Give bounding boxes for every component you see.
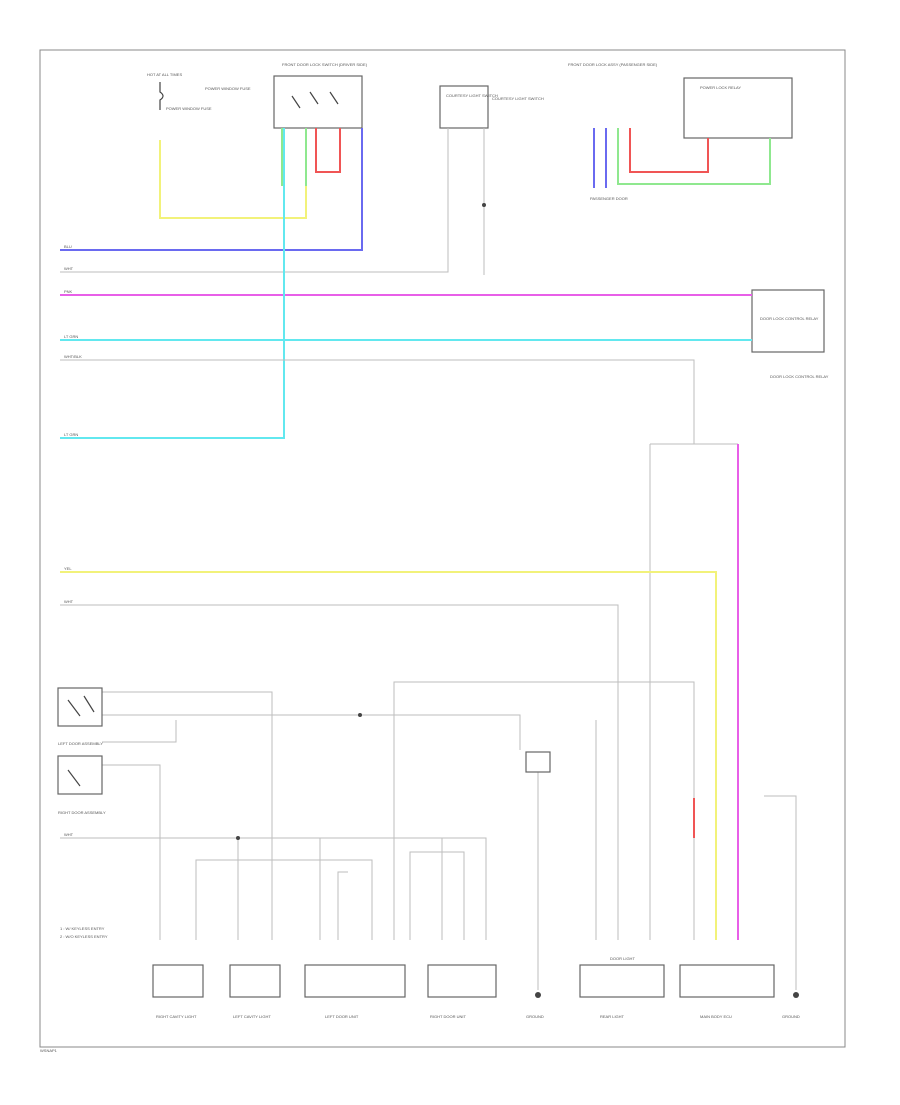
gray-wire-left-3 bbox=[102, 764, 161, 940]
front-door-lock-switch-label: FRONT DOOR LOCK SWITCH (DRIVER SIDE) bbox=[282, 62, 368, 67]
red-wire-switch bbox=[315, 128, 341, 173]
rear-light-box bbox=[579, 964, 665, 998]
right-door-assembly-label: RIGHT DOOR ASSEMBLY bbox=[58, 810, 106, 815]
door-lock-control-relay-note: DOOR LOCK CONTROL RELAY bbox=[770, 374, 829, 379]
courtesy-light-switch-label: COURTESY LIGHT SWITCH bbox=[446, 93, 498, 98]
gray-ground-right bbox=[764, 795, 797, 990]
left-door-assembly-box bbox=[57, 687, 103, 727]
lock-switch-contacts bbox=[291, 91, 339, 109]
wire-label-wht: WHT bbox=[64, 266, 74, 271]
right-door-switch bbox=[67, 769, 81, 787]
right-cavity-light-box bbox=[152, 964, 204, 998]
splice-dot-2 bbox=[236, 836, 240, 840]
main-body-ecu-box bbox=[679, 964, 775, 998]
fuse-note-label: POWER WINDOW FUSE bbox=[205, 86, 251, 91]
cyan-wire-lower bbox=[60, 128, 285, 439]
power-lock-relay-label: POWER LOCK RELAY bbox=[700, 85, 741, 90]
hot-at-all-times-label: HOT AT ALL TIMES bbox=[147, 72, 182, 77]
gray-wire-courtesy bbox=[60, 128, 449, 273]
bottom-label-4: GROUND bbox=[526, 1014, 544, 1019]
diagram-frame bbox=[39, 49, 846, 1048]
wire-label-ltgrn-2: LT GRN bbox=[64, 432, 78, 437]
gray-wire-whtblk bbox=[60, 359, 695, 444]
splice-dot-1 bbox=[358, 713, 362, 717]
passenger-door-label: PASSENGER DOOR bbox=[590, 196, 628, 201]
gray-wire-left-4 bbox=[102, 720, 177, 743]
fuse-symbol bbox=[159, 82, 164, 110]
wire-label-wht-3: WHT bbox=[64, 832, 74, 837]
green-wire-passenger bbox=[617, 128, 771, 185]
gray-wire-left-1 bbox=[102, 691, 273, 940]
door-light-label: DOOR LIGHT bbox=[610, 956, 635, 961]
legend-line-1: 1 : W/ KEYLESS ENTRY bbox=[60, 926, 105, 931]
gray-wire-left-2 bbox=[102, 714, 521, 750]
courtesy-light-switch-box bbox=[439, 85, 489, 129]
bottom-label-0: RIGHT CAVITY LIGHT bbox=[156, 1014, 197, 1019]
red-wire-passenger bbox=[629, 128, 709, 173]
gray-wire-sub-3 bbox=[337, 871, 348, 940]
gray-wire-sub-2 bbox=[409, 851, 465, 940]
front-door-lock-switch-box bbox=[273, 75, 363, 129]
right-door-unit-box bbox=[427, 964, 497, 998]
bottom-label-6: MAIN BODY ECU bbox=[700, 1014, 732, 1019]
footer-code: WSNAP1 bbox=[40, 1048, 58, 1053]
gray-wire-sub bbox=[195, 859, 373, 940]
gray-wire-network-1 bbox=[393, 681, 695, 940]
door-lock-control-relay-box bbox=[751, 289, 825, 353]
splice-dot-3 bbox=[482, 203, 486, 207]
left-cavity-light-box bbox=[229, 964, 281, 998]
wire-label-ltgrn: LT GRN bbox=[64, 334, 78, 339]
courtesy-light-note: COURTESY LIGHT SWITCH bbox=[492, 96, 544, 101]
bottom-label-7: GROUND bbox=[782, 1014, 800, 1019]
wire-label-wht-2: WHT bbox=[64, 599, 74, 604]
wire-label-pnk: PNK bbox=[64, 289, 73, 294]
wire-label-whtblk: WHT/BLK bbox=[64, 354, 82, 359]
legend-line-2: 2 : W/O KEYLESS ENTRY bbox=[60, 934, 108, 939]
wire-label-blu: BLU bbox=[64, 244, 72, 249]
ground-dot-1 bbox=[535, 992, 541, 998]
yellow-wire-long bbox=[60, 571, 717, 940]
wire-label-yel: YEL bbox=[64, 566, 72, 571]
gray-wire-bus-lower bbox=[60, 837, 487, 940]
bottom-label-2: LEFT DOOR UNIT bbox=[325, 1014, 359, 1019]
door-light-connector bbox=[525, 751, 551, 773]
power-lock-relay-box bbox=[683, 77, 793, 139]
left-door-unit-box bbox=[304, 964, 406, 998]
left-door-assembly-label: LEFT DOOR ASSEMBLY bbox=[58, 741, 103, 746]
power-window-fuse-label: POWER WINDOW FUSE bbox=[166, 106, 212, 111]
right-door-assembly-box bbox=[57, 755, 103, 795]
bottom-label-1: LEFT CAVITY LIGHT bbox=[233, 1014, 271, 1019]
bottom-label-3: RIGHT DOOR UNIT bbox=[430, 1014, 466, 1019]
front-door-lock-assy-label: FRONT DOOR LOCK ASSY (PASSENGER SIDE) bbox=[568, 62, 658, 67]
bottom-label-5: REAR LIGHT bbox=[600, 1014, 625, 1019]
door-lock-control-relay-label: DOOR LOCK CONTROL RELAY bbox=[760, 316, 819, 321]
blue-wire-main bbox=[60, 128, 363, 251]
ground-dot-2 bbox=[793, 992, 799, 998]
gray-wire-long bbox=[60, 604, 619, 940]
left-door-switch bbox=[67, 695, 95, 717]
